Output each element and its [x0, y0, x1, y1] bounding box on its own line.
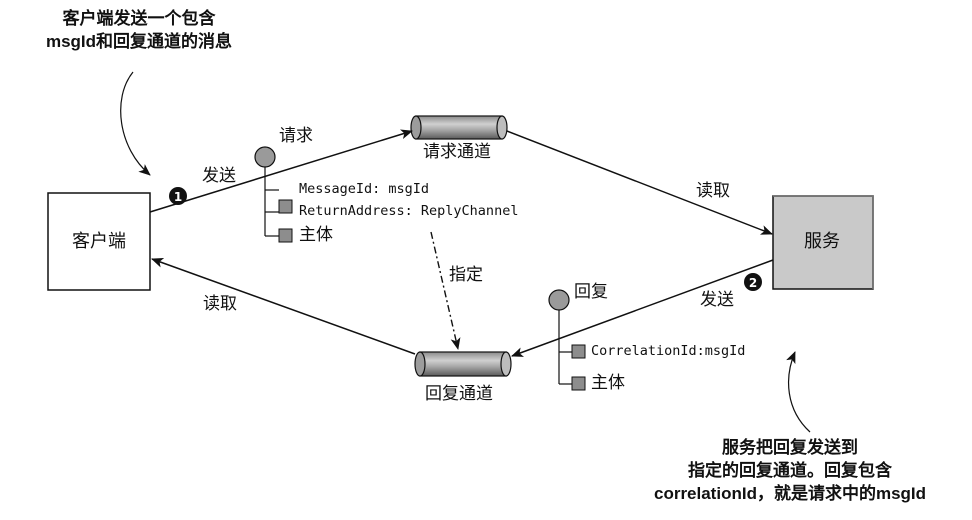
service-box-bevel — [773, 195, 874, 289]
bottom-note-line-2: 指定的回复通道。回复包含 — [688, 461, 892, 480]
arrow-client-to-request — [149, 129, 413, 213]
edge-label-read-reply: 读取 — [203, 294, 237, 314]
edge-label-send-2: 发送 — [700, 290, 734, 310]
request-channel-label: 请求通道 — [423, 142, 491, 162]
client-label: 客户端 — [72, 231, 126, 252]
arrow-service-to-reply — [511, 259, 774, 357]
reply-channel-label: 回复通道 — [425, 384, 493, 404]
top-note: 客户端发送一个包含 msgId和回复通道的消息 — [10, 7, 268, 53]
arrow-reply-to-client — [151, 258, 416, 355]
bottom-note: 服务把回复发送到 指定的回复通道。回复包含 correlationId，就是请求… — [620, 436, 960, 505]
top-note-line-1: 客户端发送一个包含 — [62, 9, 216, 28]
reply-field-body: 主体 — [591, 373, 625, 393]
request-channel-pipe — [410, 115, 508, 140]
service-label: 服务 — [804, 231, 840, 252]
step-badge-2 — [744, 273, 762, 291]
request-field-message-id: MessageId: msgId — [299, 181, 430, 197]
bottom-note-line-3: correlationId，就是请求中的msgId — [653, 484, 927, 503]
step-number-2: 2 — [749, 276, 757, 290]
request-field-body: 主体 — [299, 225, 333, 245]
request-message-tree — [254, 146, 293, 243]
request-message-title: 请求 — [279, 126, 313, 146]
pointer-top-note — [120, 71, 151, 176]
arrow-specifies — [430, 231, 461, 350]
reply-message-title: 回复 — [574, 282, 608, 302]
edge-label-send-1: 发送 — [202, 166, 236, 186]
edge-label-read-request: 读取 — [696, 181, 730, 201]
request-field-return-address: ReturnAddress: ReplyChannel — [299, 203, 519, 219]
edge-label-specifies: 指定 — [449, 265, 483, 285]
pointer-bottom-note — [786, 351, 811, 433]
service-box — [772, 195, 874, 290]
step-number-1: 1 — [174, 190, 182, 204]
bottom-note-line-1: 服务把回复发送到 — [722, 438, 858, 457]
reply-channel-pipe — [414, 351, 512, 377]
top-note-line-2: msgId和回复通道的消息 — [45, 32, 233, 51]
arrow-request-to-service — [506, 130, 773, 235]
client-box — [47, 192, 151, 291]
reply-message-tree — [548, 289, 586, 391]
step-badge-1 — [169, 187, 187, 205]
reply-field-correlation-id: CorrelationId:msgId — [591, 343, 746, 359]
